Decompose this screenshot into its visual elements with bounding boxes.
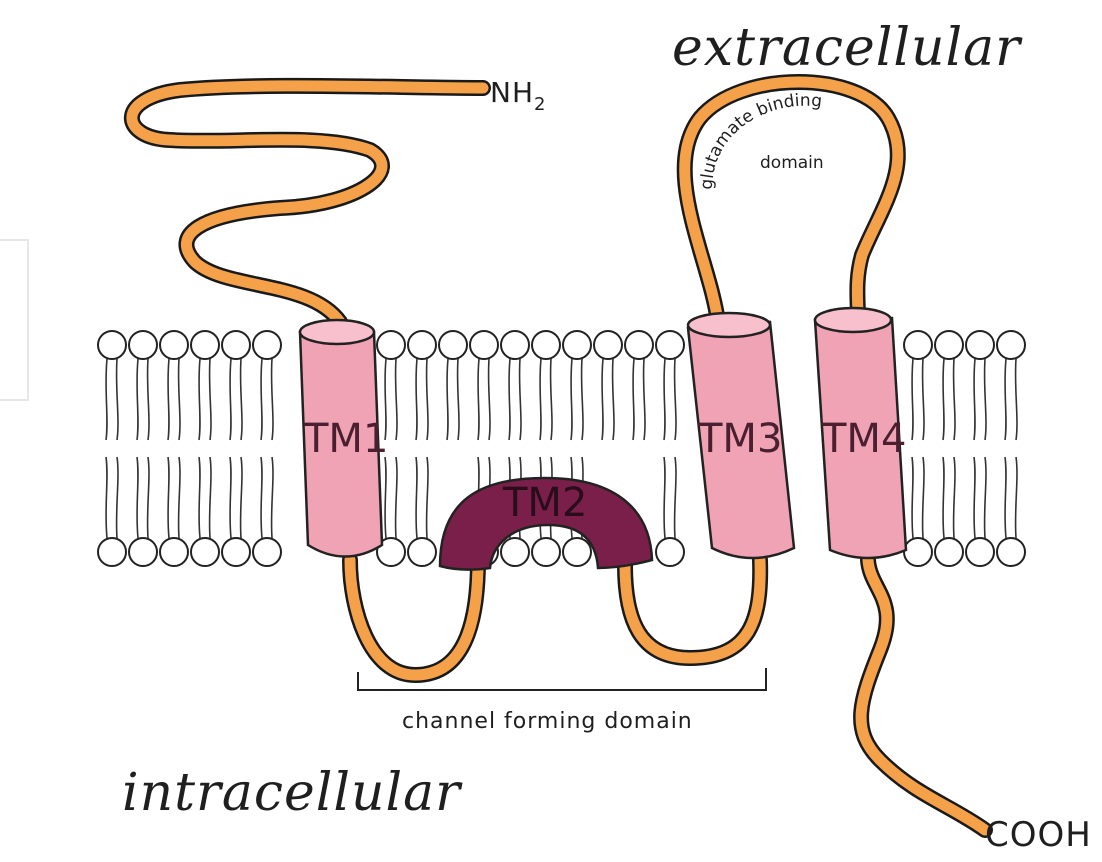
tm4-helix: TM4 [815, 308, 906, 558]
n-terminus-label: NH2 [490, 76, 546, 115]
lipid [253, 457, 281, 566]
lipid [997, 457, 1025, 566]
tm3-top [688, 313, 770, 337]
lipid [904, 331, 932, 440]
lipid [966, 331, 994, 440]
tm4-label: TM4 [821, 416, 906, 462]
tm3-helix: TM3 [688, 313, 794, 558]
lipid [160, 331, 188, 440]
lipid [904, 457, 932, 566]
lipid [501, 331, 529, 440]
lipid [191, 457, 219, 566]
c-terminal-tail-fill [861, 560, 985, 830]
lipid [98, 331, 126, 440]
tm1-helix: TM1 [300, 320, 388, 557]
lipid [98, 457, 126, 566]
binding-loop [685, 82, 898, 322]
lipid [470, 331, 498, 440]
lipid [656, 331, 684, 440]
channel-domain-label: channel forming domain [402, 709, 693, 734]
lipid [222, 457, 250, 566]
lipid [563, 331, 591, 440]
binding-domain-label-2: domain [760, 153, 824, 173]
extracellular-label: extracellular [672, 18, 1023, 78]
lipid [160, 457, 188, 566]
intracellular-loop-2-fill [625, 560, 760, 658]
tm3-label: TM3 [697, 416, 782, 462]
tm1-top [300, 320, 374, 344]
lipid [408, 457, 436, 566]
lipid [625, 331, 653, 440]
margin-tab [0, 240, 28, 400]
lipid [935, 331, 963, 440]
lipid [191, 331, 219, 440]
lipid [253, 331, 281, 440]
n-terminal-tail-fill [132, 86, 483, 322]
lipid [935, 457, 963, 566]
lipid [129, 457, 157, 566]
lipid [222, 331, 250, 440]
lipid [439, 331, 467, 440]
lipid [408, 331, 436, 440]
lipid [532, 331, 560, 440]
lipid [997, 331, 1025, 440]
intracellular-label: intracellular [122, 763, 463, 823]
lipid [129, 331, 157, 440]
tm2-label: TM2 [502, 480, 587, 526]
c-terminus-label: COOH [985, 815, 1092, 855]
tm4-top [815, 308, 891, 332]
lipid [966, 457, 994, 566]
lipid [656, 457, 684, 566]
lipid [594, 331, 622, 440]
tm1-label: TM1 [303, 416, 388, 462]
